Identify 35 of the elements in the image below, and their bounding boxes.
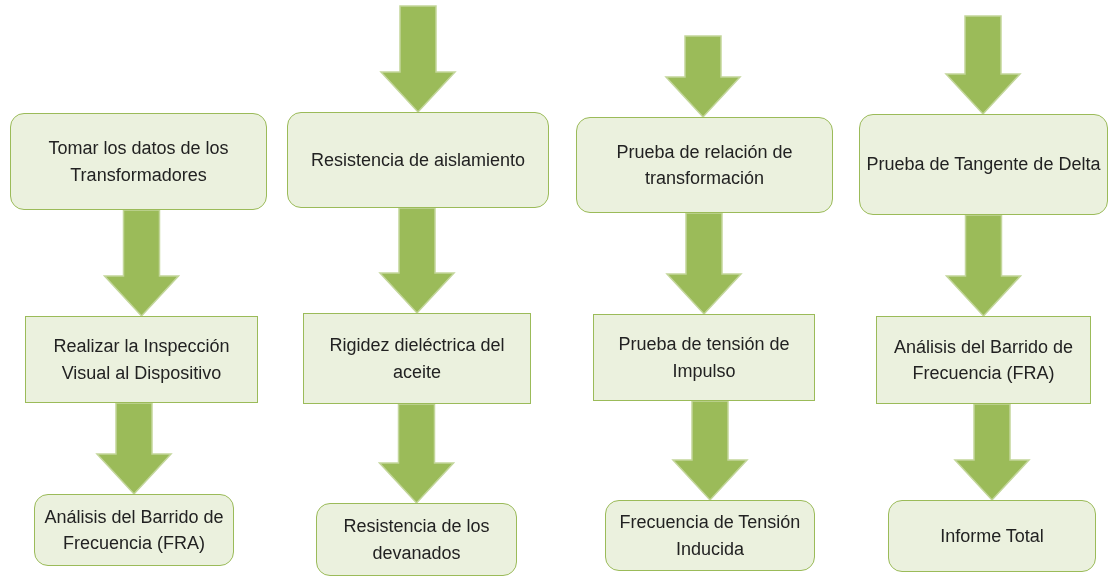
block-arrow xyxy=(665,212,743,316)
step-text: Frecuencia de Tensión Inducida xyxy=(618,511,802,561)
step-text: Informe Total xyxy=(940,524,1044,548)
step-text: Prueba de tensión de Impulso xyxy=(617,333,791,383)
block-arrow xyxy=(379,5,457,114)
rounded-process-box xyxy=(859,114,1108,215)
step-text: Resistencia de los devanados xyxy=(342,515,491,565)
rounded-process-box xyxy=(10,113,267,210)
rounded-process-box xyxy=(316,503,517,576)
step-text: Realizar la Inspección Visual al Dispositivo xyxy=(52,335,231,385)
rounded-process-box xyxy=(888,500,1096,572)
rounded-process-box xyxy=(576,117,833,213)
step-text: Prueba de Tangente de Delta xyxy=(866,153,1101,177)
step-text: Tomar los datos de los Transformadores xyxy=(47,137,230,187)
block-arrow xyxy=(102,209,181,318)
block-arrow xyxy=(378,207,456,315)
block-arrow xyxy=(664,35,742,119)
block-arrow xyxy=(95,402,173,496)
process-box xyxy=(876,316,1091,404)
block-arrow xyxy=(377,403,456,505)
step-text: Prueba de relación de transformación xyxy=(615,140,794,190)
block-arrow xyxy=(671,400,749,502)
rounded-process-box xyxy=(287,112,549,208)
process-box xyxy=(593,314,815,401)
block-arrow xyxy=(944,214,1023,318)
process-box xyxy=(303,313,531,404)
step-text: Resistencia de aislamiento xyxy=(310,148,526,172)
process-box xyxy=(25,316,258,403)
step-text: Análisis del Barrido de Frecuencia (FRA) xyxy=(892,335,1075,385)
rounded-process-box xyxy=(34,494,234,566)
step-text: Análisis del Barrido de Frecuencia (FRA) xyxy=(43,505,225,555)
block-arrow xyxy=(944,15,1022,116)
step-text: Rigidez dieléctrica del aceite xyxy=(328,334,506,384)
block-arrow xyxy=(953,403,1031,502)
rounded-process-box xyxy=(605,500,815,571)
